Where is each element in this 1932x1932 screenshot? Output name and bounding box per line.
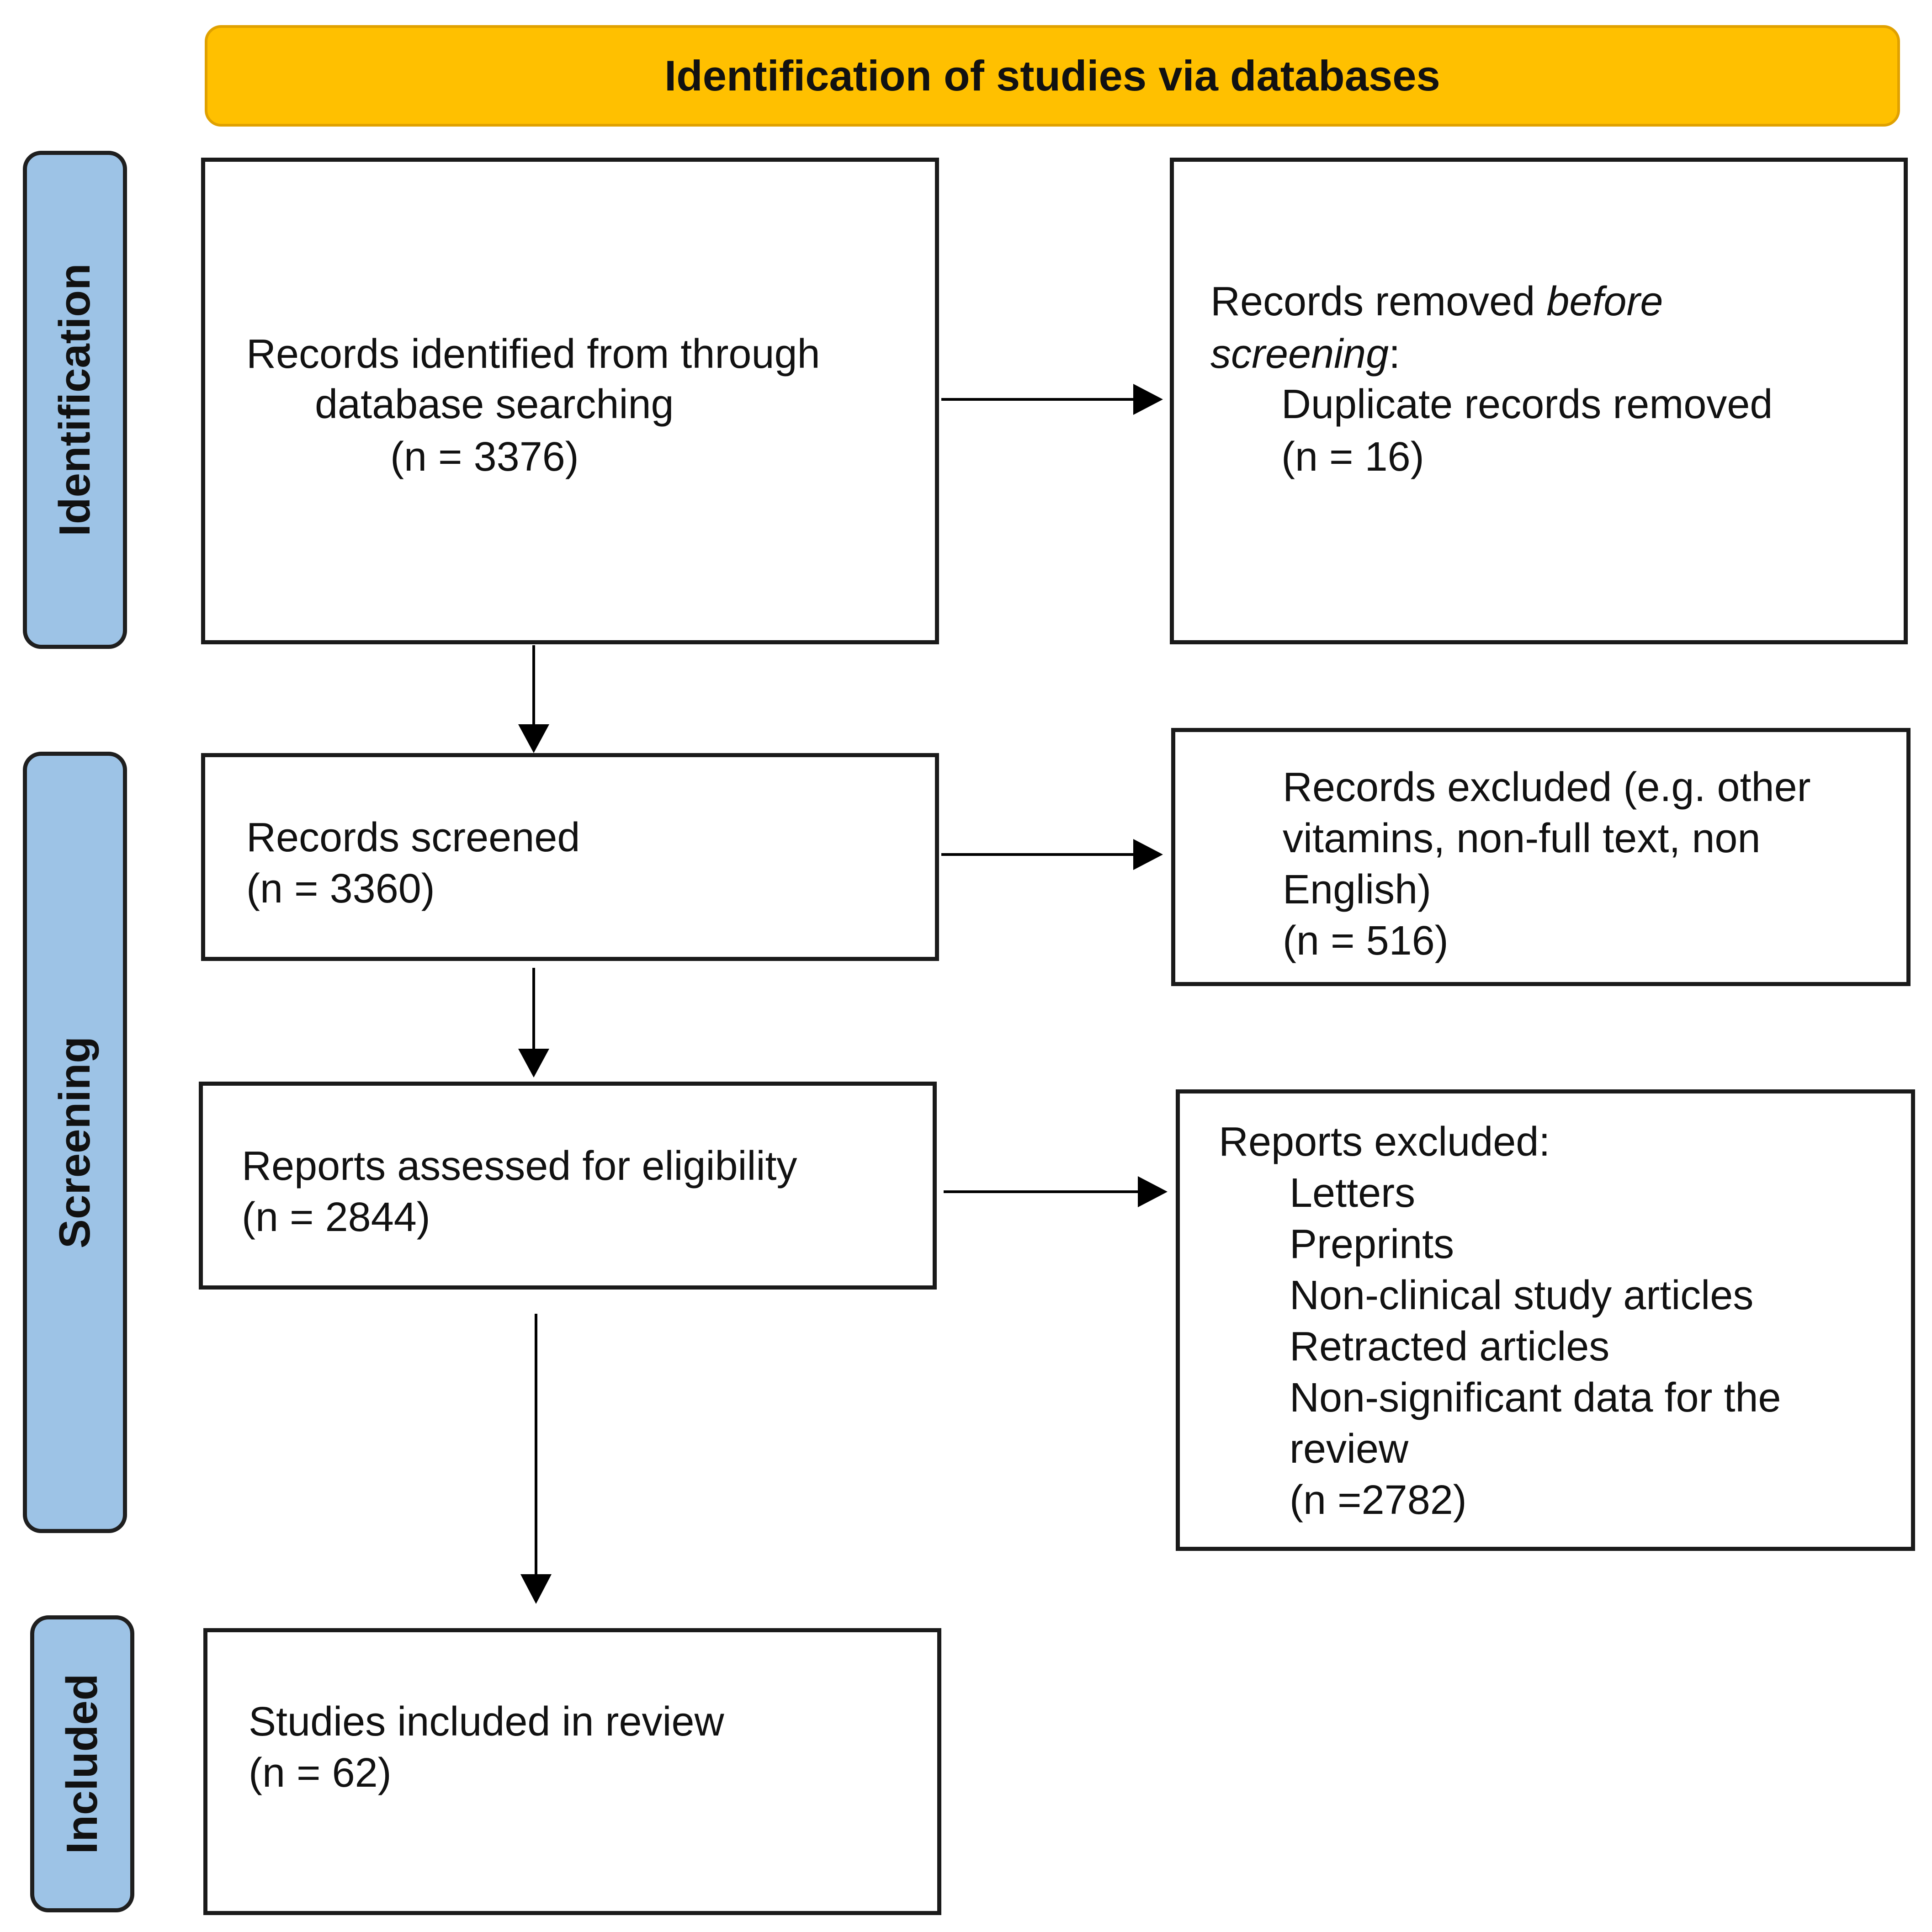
box-records-screened: Records screened (n = 3360)	[201, 753, 939, 961]
included-count: (n = 62)	[249, 1750, 392, 1796]
identified-line-2: database searching	[315, 382, 674, 427]
excluded-reports-item: Preprints	[1290, 1221, 1454, 1267]
box-records-removed: Records removed before screening: Duplic…	[1170, 158, 1908, 644]
excluded-reports-heading: Reports excluded:	[1219, 1119, 1550, 1165]
screened-line-1: Records screened	[246, 815, 580, 860]
excluded-records-line-3: English)	[1283, 867, 1432, 913]
removed-line-1-text: Records removed	[1210, 279, 1547, 324]
arrow-identified-to-removed	[941, 384, 1163, 415]
arrow-assessed-to-reports-excluded	[944, 1176, 1168, 1207]
phase-screening: Screening	[23, 752, 127, 1533]
arrow-screened-to-excluded	[941, 839, 1163, 870]
excluded-reports-item: review	[1290, 1426, 1409, 1472]
excluded-reports-item: Retracted articles	[1290, 1324, 1610, 1369]
diagram-header: Identification of studies via databases	[205, 25, 1900, 127]
box-reports-assessed: Reports assessed for eligibility (n = 28…	[199, 1082, 937, 1290]
excluded-reports-count: (n =2782)	[1290, 1477, 1467, 1523]
box-studies-included: Studies included in review (n = 62)	[203, 1628, 941, 1915]
removed-line-1: Records removed before	[1210, 276, 1663, 328]
included-line-1: Studies included in review	[249, 1699, 724, 1745]
arrow-screened-to-assessed	[518, 968, 549, 1077]
excluded-records-line-1: Records excluded (e.g. other	[1283, 764, 1811, 810]
removed-line-2: screening:	[1210, 329, 1400, 380]
excluded-reports-item: Non-clinical study articles	[1290, 1273, 1754, 1318]
removed-line-1-emphasis: before	[1546, 279, 1663, 324]
box-records-excluded: Records excluded (e.g. other vitamins, n…	[1171, 728, 1911, 986]
screened-count: (n = 3360)	[246, 866, 435, 912]
assessed-line-1: Reports assessed for eligibility	[242, 1143, 797, 1189]
identified-line-1: Records identified from through	[246, 331, 820, 377]
phase-included: Included	[30, 1615, 134, 1912]
arrow-assessed-to-included	[520, 1314, 552, 1604]
box-records-identified: Records identified from through database…	[201, 158, 939, 644]
removed-line-2-suffix: :	[1389, 331, 1401, 377]
removed-line-3: Duplicate records removed	[1281, 382, 1773, 427]
identified-count: (n = 3376)	[390, 434, 579, 480]
assessed-count: (n = 2844)	[242, 1194, 430, 1240]
excluded-reports-item: Letters	[1290, 1170, 1416, 1216]
removed-count: (n = 16)	[1281, 434, 1424, 480]
phase-identification: Identification	[23, 151, 127, 649]
arrow-identified-to-screened	[518, 645, 549, 753]
excluded-records-line-2: vitamins, non-full text, non	[1283, 816, 1761, 861]
excluded-records-count: (n = 516)	[1283, 918, 1449, 964]
box-reports-excluded: Reports excluded: Letters Preprints Non-…	[1176, 1089, 1915, 1551]
removed-line-2-emphasis: screening	[1210, 331, 1389, 377]
excluded-reports-item: Non-significant data for the	[1290, 1375, 1781, 1421]
header-title: Identification of studies via databases	[664, 52, 1440, 100]
